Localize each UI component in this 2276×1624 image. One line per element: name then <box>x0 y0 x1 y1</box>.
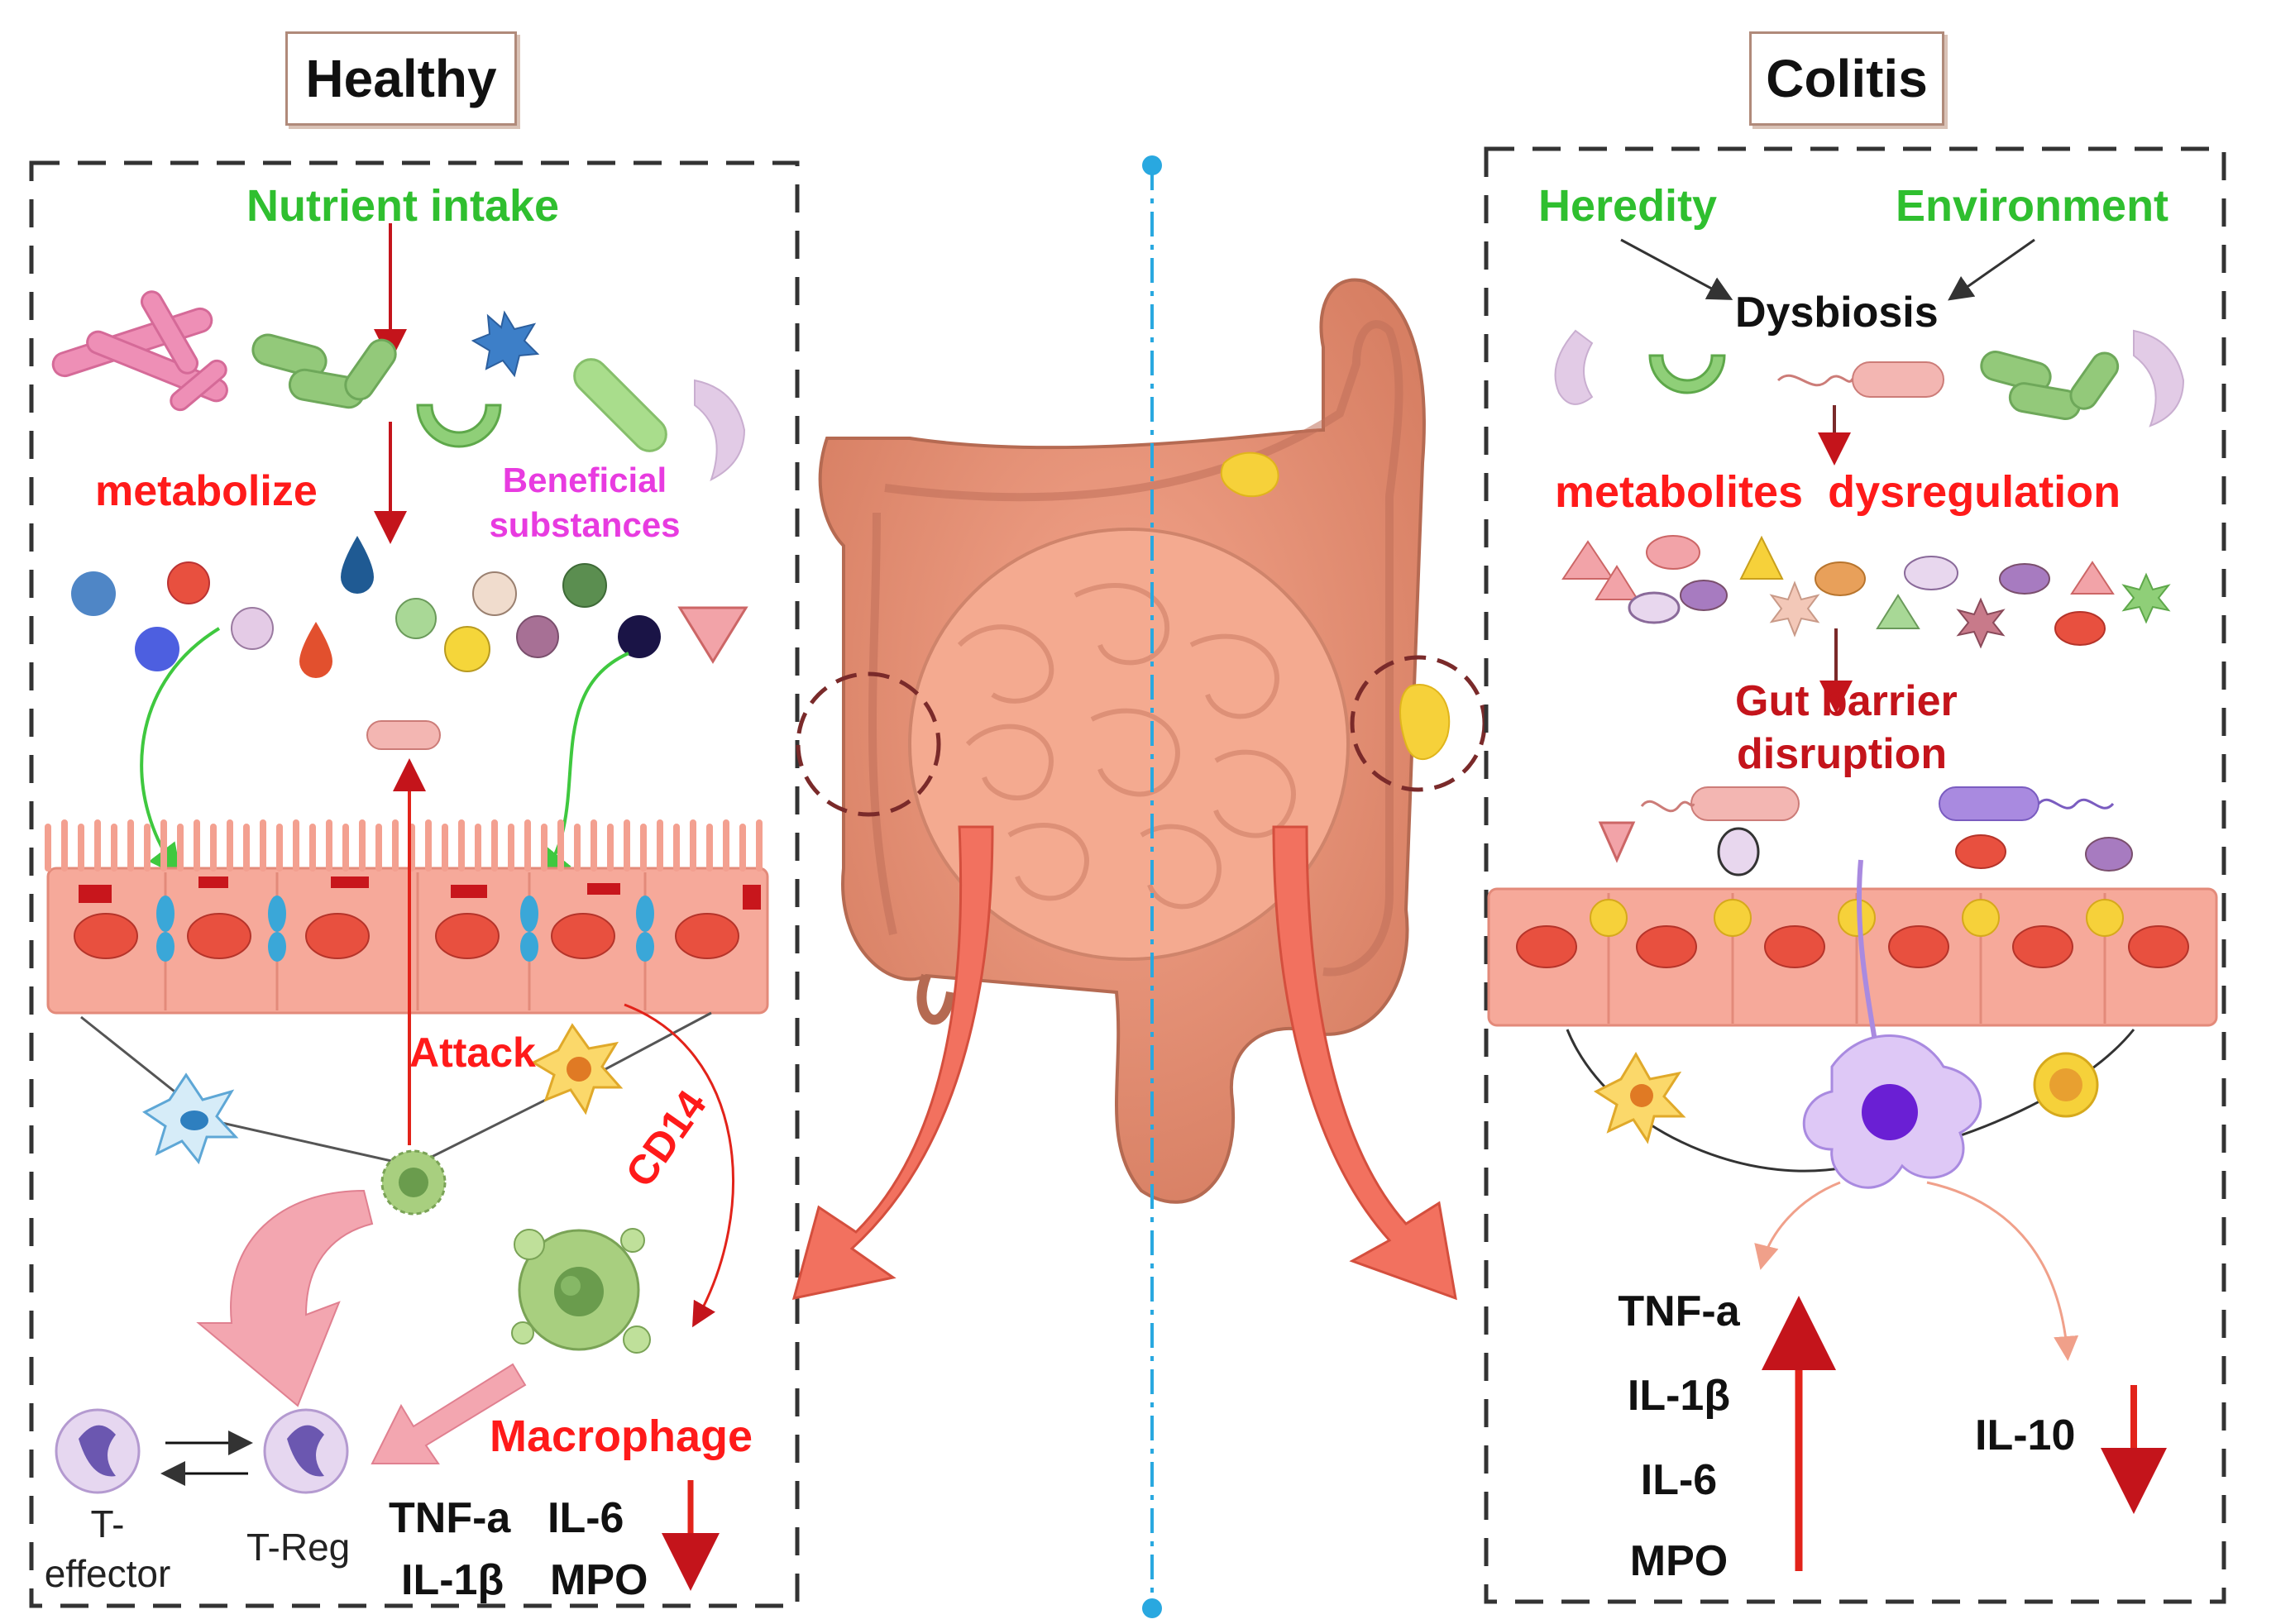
heredity-label: Heredity <box>1538 181 1718 231</box>
healthy-metabolites <box>71 536 748 678</box>
environment-arrow <box>1948 238 2035 301</box>
environment-label: Environment <box>1896 181 2169 231</box>
colitis-panel <box>1484 146 2226 1604</box>
metabolites-dysregulation-label: metabolites dysregulation <box>1555 467 2121 517</box>
cd14-arrow <box>624 1003 734 1328</box>
healthy-panel-border <box>29 160 800 1608</box>
attacked-bacterium <box>366 720 441 750</box>
attack-label: Attack <box>409 1029 536 1076</box>
colitis-dendritic-yellow <box>1593 1052 1686 1144</box>
healthy-il6-label: IL-6 <box>547 1494 624 1542</box>
healthy-il1b-label: IL-1β <box>401 1556 504 1604</box>
dysbiosis-label: Dysbiosis <box>1735 289 1939 337</box>
invading-bacteria <box>1598 786 2133 876</box>
healthy-title: Healthy <box>285 31 517 126</box>
pink-curved-arrow <box>196 1189 374 1407</box>
t-reg-cell <box>263 1408 349 1494</box>
up-marker-mpo: MPO <box>1629 1537 1729 1585</box>
beneficial-label-1: Beneficial <box>502 461 667 499</box>
green-arrow-right <box>537 652 629 882</box>
healthy-tnfa-label: TNF-a <box>389 1494 511 1542</box>
dendritic-cell-yellow <box>530 1023 624 1115</box>
gut-barrier-label-2: disruption <box>1737 730 1948 778</box>
nutrient-intake-label: Nutrient intake <box>246 181 560 231</box>
gut-barrier-label-1: Gut barrier <box>1735 677 1958 725</box>
macrophage-label: Macrophage <box>490 1411 753 1461</box>
t-effector-label-1: T- <box>90 1502 125 1545</box>
t-effector-label-2: effector <box>44 1552 171 1595</box>
lesion-right <box>1399 684 1451 761</box>
dysbiosis-bacteria <box>1554 329 2185 427</box>
pink-straight-arrow <box>371 1363 527 1464</box>
green-arrow-left <box>140 627 221 878</box>
colitis-immune-cells <box>1593 1034 2099 1189</box>
colon-illustration <box>791 278 1487 1301</box>
up-marker-tnfa: TNF-a <box>1618 1287 1740 1335</box>
healthy-mpo-label: MPO <box>550 1556 648 1604</box>
down-marker-il10: IL-10 <box>1975 1411 2076 1459</box>
up-marker-il6: IL-6 <box>1640 1456 1718 1504</box>
metabolize-label: metabolize <box>95 467 318 515</box>
healthy-bacteria <box>51 290 746 481</box>
colitis-title: Colitis <box>1749 31 1944 126</box>
immune-cell-green <box>380 1149 447 1216</box>
antiinflammatory-branch <box>1926 1181 2079 1361</box>
up-marker-il1b: IL-1β <box>1627 1372 1731 1420</box>
activated-macrophage-purple <box>1802 1034 1982 1189</box>
t-effector-cell <box>55 1408 141 1494</box>
healthy-panel <box>29 160 800 1608</box>
colitis-panel-border <box>1484 146 2226 1604</box>
dendritic-cell-blue <box>142 1072 239 1165</box>
healthy-zoom-circle <box>796 671 941 817</box>
divider-handle-bottom <box>1142 1598 1162 1618</box>
colitis-cell-yellow <box>2033 1052 2099 1118</box>
colitis-epithelium <box>1487 887 2218 1027</box>
dysregulated-metabolites <box>1561 535 2171 649</box>
appendix <box>916 973 956 1025</box>
big-arrow-right <box>1272 825 1457 1301</box>
proinflammatory-branch <box>1754 1181 1841 1270</box>
lesion-upper <box>1220 451 1279 498</box>
healthy-immune-cells <box>55 1023 651 1494</box>
big-arrow-left <box>791 825 994 1300</box>
beneficial-label-2: substances <box>489 505 681 544</box>
macrophage-cell <box>511 1228 651 1354</box>
heredity-arrow <box>1620 238 1733 300</box>
divider-handle-top <box>1142 155 1162 175</box>
t-reg-label: T-Reg <box>246 1526 351 1569</box>
